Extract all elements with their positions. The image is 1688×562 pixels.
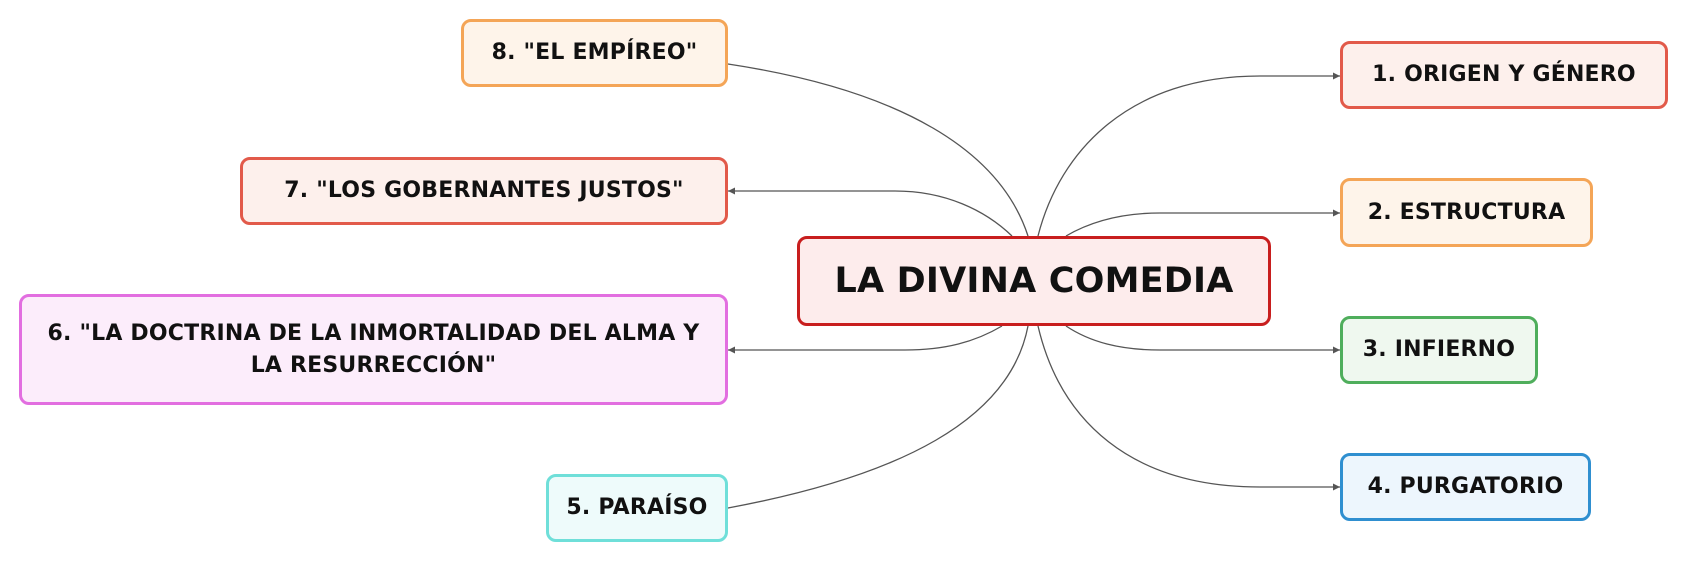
branch-label: 5. PARAÍSO [566, 495, 708, 521]
branch-label: 8. "EL EMPÍREO" [491, 40, 698, 66]
branch-origen-y-genero[interactable]: 1. ORIGEN Y GÉNERO [1340, 41, 1668, 109]
connector-3 [1065, 325, 1340, 351]
connector-2 [1065, 212, 1340, 237]
arrow-7 [728, 187, 735, 195]
connector-1 [1037, 75, 1340, 237]
branch-paraiso[interactable]: 5. PARAÍSO [546, 474, 728, 542]
branch-purgatorio[interactable]: 4. PURGATORIO [1340, 453, 1591, 521]
central-topic[interactable]: LA DIVINA COMEDIA [797, 236, 1271, 326]
branch-gobernantes-justos[interactable]: 7. "LOS GOBERNANTES JUSTOS" [240, 157, 728, 225]
arrow-3 [1333, 346, 1340, 354]
connector-8 [727, 63, 1029, 237]
branch-label: 2. ESTRUCTURA [1367, 199, 1566, 225]
arrow-2 [1333, 209, 1340, 217]
branch-label: 1. ORIGEN Y GÉNERO [1372, 62, 1636, 88]
branch-doctrina-inmortalidad[interactable]: 6. "LA DOCTRINA DE LA INMORTALIDAD DEL A… [19, 294, 728, 405]
branch-estructura[interactable]: 2. ESTRUCTURA [1340, 178, 1593, 247]
connector-6 [728, 325, 1003, 351]
branch-label: 7. "LOS GOBERNANTES JUSTOS" [284, 178, 684, 204]
arrow-6 [728, 346, 735, 354]
connector-4 [1037, 325, 1340, 488]
branch-label: 3. INFIERNO [1362, 337, 1516, 363]
connector-5 [727, 325, 1029, 509]
arrow-4 [1333, 483, 1340, 491]
central-topic-label: LA DIVINA COMEDIA [834, 260, 1234, 301]
branch-infierno[interactable]: 3. INFIERNO [1340, 316, 1538, 384]
connector-7 [728, 190, 1013, 237]
branch-label: 4. PURGATORIO [1367, 474, 1564, 500]
branch-label: 6. "LA DOCTRINA DE LA INMORTALIDAD DEL A… [47, 320, 700, 378]
branch-empireo[interactable]: 8. "EL EMPÍREO" [461, 19, 728, 87]
arrow-1 [1333, 72, 1340, 80]
